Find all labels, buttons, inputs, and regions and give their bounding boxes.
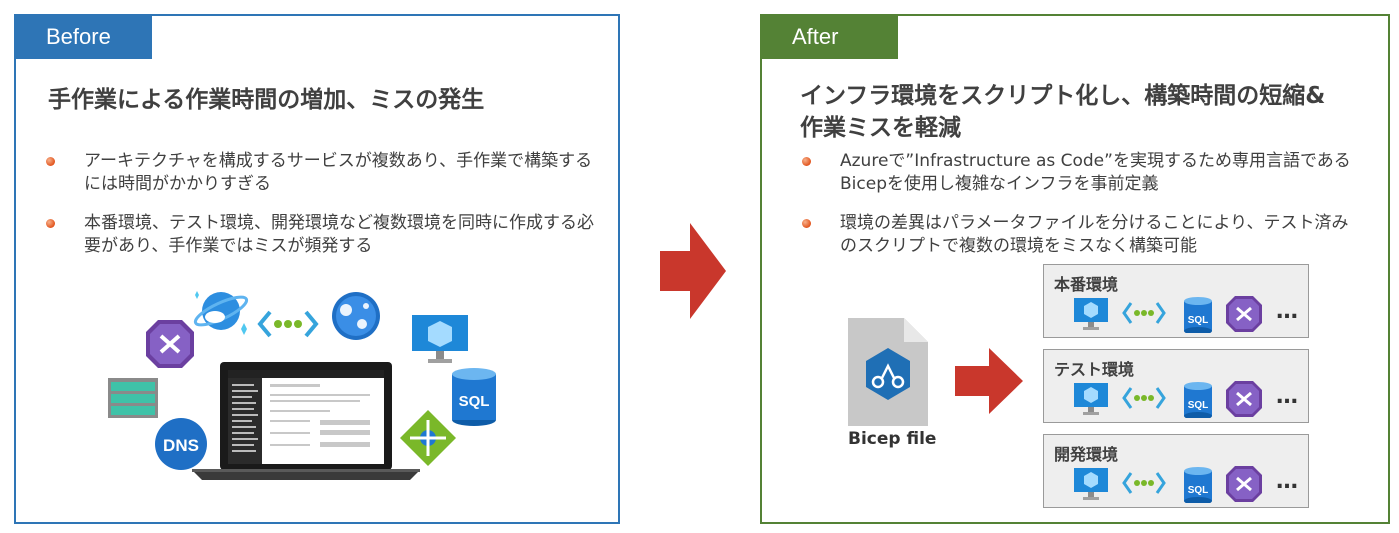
environment-icons: SQL … — [1074, 295, 1304, 333]
environment-box-development: 開発環境 SQL … — [1043, 434, 1309, 508]
svg-text:SQL: SQL — [1188, 485, 1209, 496]
cosmos-db-icon — [192, 291, 250, 335]
before-bullet: 本番環境、テスト環境、開発環境など複数環境を同時に作成する必要があり、手作業では… — [46, 212, 594, 258]
virtual-network-icon — [1124, 473, 1164, 493]
app-service-icon — [332, 292, 380, 340]
bicep-file-icon — [848, 318, 928, 426]
after-heading: インフラ環境をスクリプト化し、構築時間の短縮&作業ミスを軽減 — [800, 80, 1340, 144]
environment-box-test: テスト環境 SQL … — [1043, 349, 1309, 423]
bullet-dot-icon — [802, 219, 811, 228]
virtual-machine-icon — [1074, 383, 1108, 415]
sql-database-icon: SQL — [1184, 467, 1212, 503]
virtual-machine-icon — [1074, 298, 1108, 330]
environment-box-production: 本番環境 SQL … — [1043, 264, 1309, 338]
sql-database-icon: SQL — [1184, 297, 1212, 333]
after-bullet: Azureで”Infrastructure as Code”を実現するため専用言… — [802, 150, 1362, 196]
environment-name: 本番環境 — [1054, 271, 1118, 295]
application-gateway-icon — [1226, 296, 1262, 332]
environment-name: テスト環境 — [1054, 356, 1134, 380]
more-ellipsis: … — [1276, 469, 1299, 494]
svg-text:SQL: SQL — [1188, 400, 1209, 411]
bullet-dot-icon — [46, 157, 55, 166]
dns-icon: DNS — [155, 418, 207, 470]
before-bullet: アーキテクチャを構成するサービスが複数あり、手作業で構築するには時間がかかりすぎ… — [46, 150, 594, 196]
svg-text:SQL: SQL — [459, 393, 490, 410]
more-ellipsis: … — [1276, 299, 1299, 324]
load-balancer-icon — [400, 410, 456, 466]
azure-services-illustration: DNS SQL — [100, 280, 510, 490]
environment-icons: SQL … — [1074, 465, 1304, 503]
virtual-network-icon — [260, 312, 316, 336]
svg-text:SQL: SQL — [1188, 315, 1209, 326]
after-tab: After — [760, 14, 898, 59]
application-gateway-icon — [1226, 466, 1262, 502]
bicep-file-label: Bicep file — [848, 429, 936, 449]
virtual-machine-icon — [1074, 468, 1108, 500]
sql-database-icon: SQL — [1184, 382, 1212, 418]
before-heading: 手作業による作業時間の増加、ミスの発生 — [48, 84, 484, 116]
virtual-machine-icon — [412, 315, 468, 363]
virtual-network-icon — [1124, 388, 1164, 408]
deploy-arrow-icon — [955, 348, 1023, 414]
after-bullet-list: Azureで”Infrastructure as Code”を実現するため専用言… — [802, 150, 1362, 274]
environment-name: 開発環境 — [1054, 441, 1118, 465]
storage-account-icon — [108, 378, 158, 418]
more-ellipsis: … — [1276, 384, 1299, 409]
svg-text:DNS: DNS — [163, 436, 199, 455]
virtual-network-icon — [1124, 303, 1164, 323]
bullet-dot-icon — [802, 157, 811, 166]
after-bullet: 環境の差異はパラメータファイルを分けることにより、テスト済みのスクリプトで複数の… — [802, 212, 1362, 258]
bullet-dot-icon — [46, 219, 55, 228]
before-tab: Before — [14, 14, 152, 59]
transition-arrow-icon — [660, 223, 726, 319]
sql-database-icon: SQL — [452, 368, 496, 426]
laptop-icon — [192, 362, 420, 480]
application-gateway-icon — [1226, 381, 1262, 417]
application-gateway-icon — [146, 320, 194, 368]
environment-icons: SQL … — [1074, 380, 1304, 418]
before-bullet-list: アーキテクチャを構成するサービスが複数あり、手作業で構築するには時間がかかりすぎ… — [46, 150, 594, 274]
